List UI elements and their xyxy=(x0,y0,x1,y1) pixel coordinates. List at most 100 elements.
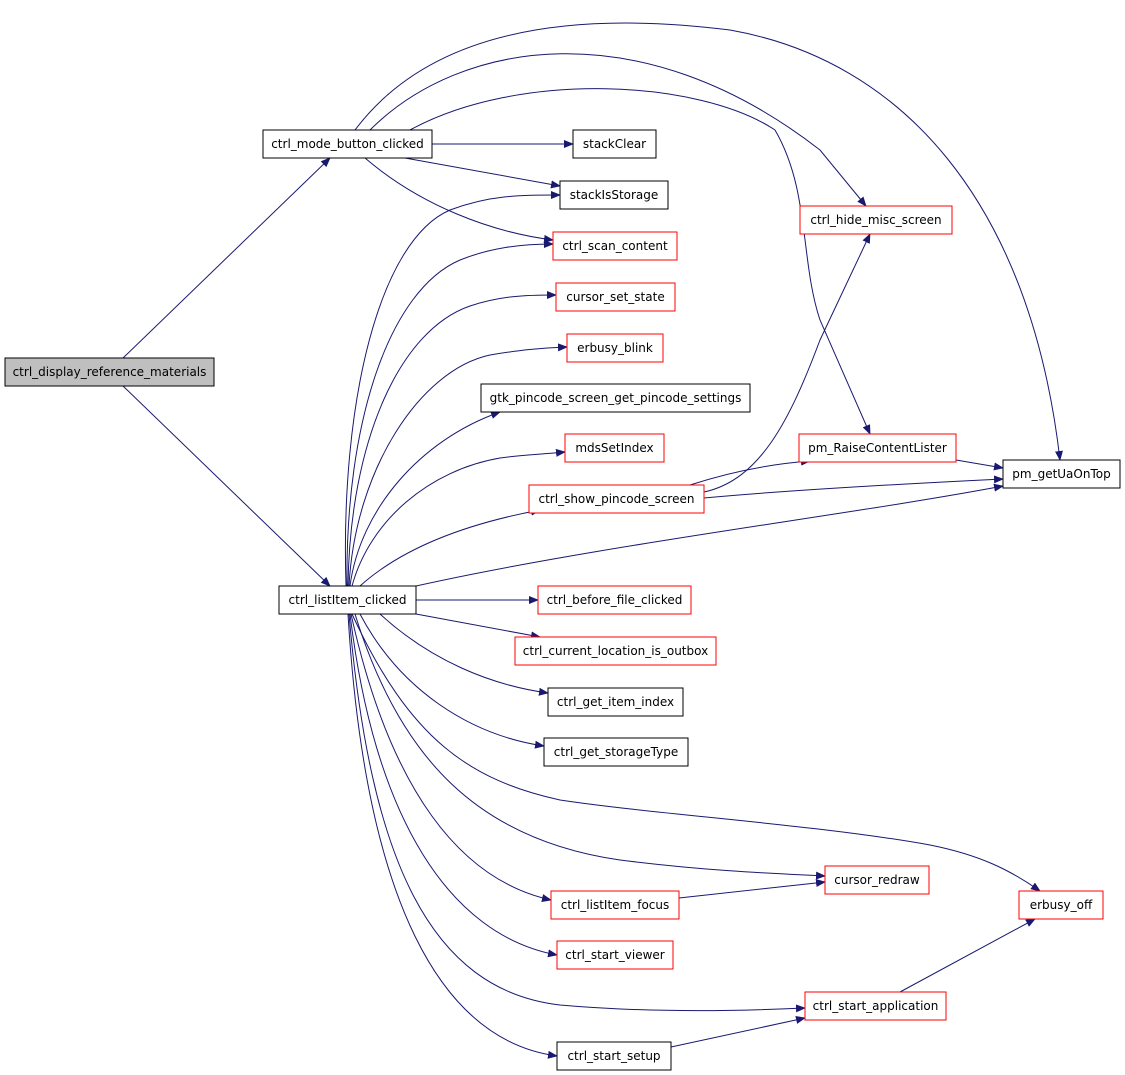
edge-ctrl_listItem_clicked-to-ctrl_get_item_index xyxy=(379,613,549,696)
edge-pm_RaiseContentLister-to-pm_getUaOnTop xyxy=(955,459,1004,471)
node-label: erbusy_off xyxy=(1030,898,1093,912)
node-ctrl_before_file_clicked[interactable]: ctrl_before_file_clicked xyxy=(537,585,692,615)
node-cursor_redraw[interactable]: cursor_redraw xyxy=(824,865,930,895)
edge-ctrl_show_pincode_screen-to-ctrl_hide_misc_screen xyxy=(703,233,871,493)
edge-ctrl_listItem_clicked-to-stackIsStorage xyxy=(344,191,561,587)
node-cursor_set_state[interactable]: cursor_set_state xyxy=(555,282,676,312)
edge-ctrl_listItem_clicked-to-ctrl_start_application xyxy=(348,613,806,1013)
edge-ctrl_mode_button_clicked-to-pm_getUaOnTop xyxy=(354,22,1063,461)
node-label: ctrl_show_pincode_screen xyxy=(539,492,695,506)
edge-ctrl_mode_button_clicked-to-ctrl_scan_content xyxy=(364,157,554,243)
node-box xyxy=(552,231,678,261)
node-ctrl_listItem_clicked[interactable]: ctrl_listItem_clicked xyxy=(278,585,417,615)
node-pm_RaiseContentLister[interactable]: pm_RaiseContentLister xyxy=(798,433,957,463)
edge-ctrl_display_reference_materials-to-ctrl_mode_button_clicked xyxy=(122,157,331,359)
node-box xyxy=(547,687,684,717)
node-box xyxy=(556,1041,672,1071)
edge-ctrl_listItem_clicked-to-ctrl_current_location_is_outbox xyxy=(415,613,541,640)
node-label: ctrl_display_reference_materials xyxy=(13,365,207,379)
node-box xyxy=(824,865,930,895)
edge-ctrl_listItem_focus-to-cursor_redraw xyxy=(678,879,826,899)
edge-ctrl_listItem_clicked-to-ctrl_scan_content xyxy=(346,240,554,587)
edge-ctrl_mode_button_clicked-to-ctrl_hide_misc_screen xyxy=(369,53,867,207)
node-label: ctrl_scan_content xyxy=(562,239,668,253)
node-label: ctrl_get_item_index xyxy=(557,695,674,709)
node-label: pm_getUaOnTop xyxy=(1012,467,1110,481)
node-ctrl_scan_content[interactable]: ctrl_scan_content xyxy=(552,231,678,261)
edge-ctrl_listItem_clicked-to-cursor_set_state xyxy=(347,291,557,587)
edge-ctrl_listItem_clicked-to-pm_getUaOnTop xyxy=(415,483,1004,587)
node-box xyxy=(1002,459,1121,489)
edge-ctrl_show_pincode_screen-to-pm_getUaOnTop xyxy=(703,475,1004,499)
node-ctrl_listItem_focus[interactable]: ctrl_listItem_focus xyxy=(550,890,680,920)
node-stackIsStorage[interactable]: stackIsStorage xyxy=(559,180,669,210)
node-box xyxy=(480,383,751,413)
edge-ctrl_listItem_clicked-to-ctrl_show_pincode_screen xyxy=(359,507,541,587)
edge-ctrl_start_application-to-erbusy_off xyxy=(899,918,1036,993)
node-label: pm_RaiseContentLister xyxy=(808,441,947,455)
node-ctrl_start_viewer[interactable]: ctrl_start_viewer xyxy=(556,940,674,970)
edge-ctrl_listItem_clicked-to-cursor_redraw xyxy=(354,613,826,880)
node-erbusy_off[interactable]: erbusy_off xyxy=(1018,890,1104,920)
edge-ctrl_mode_button_clicked-to-pm_RaiseContentLister xyxy=(409,88,871,435)
node-ctrl_start_application[interactable]: ctrl_start_application xyxy=(804,991,947,1021)
node-box xyxy=(537,585,692,615)
node-label: ctrl_start_application xyxy=(813,999,939,1013)
node-label: ctrl_listItem_clicked xyxy=(289,593,407,607)
node-ctrl_get_storageType[interactable]: ctrl_get_storageType xyxy=(543,737,689,767)
edge-ctrl_show_pincode_screen-to-pm_RaiseContentLister xyxy=(689,457,811,486)
edge-ctrl_listItem_clicked-to-mdsSetIndex xyxy=(351,448,566,587)
node-label: ctrl_hide_misc_screen xyxy=(810,213,941,227)
node-box xyxy=(543,737,689,767)
node-erbusy_blink[interactable]: erbusy_blink xyxy=(566,333,664,363)
node-ctrl_start_setup[interactable]: ctrl_start_setup xyxy=(556,1041,672,1071)
node-box xyxy=(566,333,664,363)
node-ctrl_get_item_index[interactable]: ctrl_get_item_index xyxy=(547,687,684,717)
edges-layer xyxy=(122,22,1063,1059)
node-ctrl_display_reference_materials: ctrl_display_reference_materials xyxy=(4,357,215,387)
node-label: ctrl_get_storageType xyxy=(554,745,678,759)
node-label: ctrl_current_location_is_outbox xyxy=(523,644,708,658)
node-ctrl_hide_misc_screen[interactable]: ctrl_hide_misc_screen xyxy=(799,205,953,235)
edge-ctrl_display_reference_materials-to-ctrl_listItem_clicked xyxy=(122,385,331,587)
node-box xyxy=(278,585,417,615)
node-label: ctrl_start_viewer xyxy=(565,948,665,962)
node-label: ctrl_before_file_clicked xyxy=(547,593,683,607)
node-box xyxy=(1018,890,1104,920)
node-box xyxy=(555,282,676,312)
node-label: cursor_set_state xyxy=(566,290,664,304)
node-ctrl_mode_button_clicked[interactable]: ctrl_mode_button_clicked xyxy=(262,129,433,159)
edge-ctrl_listItem_clicked-to-erbusy_blink xyxy=(348,343,568,587)
node-box xyxy=(798,433,957,463)
node-label: stackClear xyxy=(583,137,646,151)
node-gtk_pincode_screen_get_pincode_settings[interactable]: gtk_pincode_screen_get_pincode_settings xyxy=(480,383,751,413)
node-ctrl_show_pincode_screen[interactable]: ctrl_show_pincode_screen xyxy=(528,484,705,514)
node-box xyxy=(550,890,680,920)
node-box xyxy=(4,357,215,387)
node-label: stackIsStorage xyxy=(570,188,659,202)
edge-ctrl_listItem_clicked-to-ctrl_get_storageType xyxy=(359,613,545,749)
node-pm_getUaOnTop[interactable]: pm_getUaOnTop xyxy=(1002,459,1121,489)
node-box xyxy=(572,129,657,159)
node-box xyxy=(528,484,705,514)
node-box xyxy=(556,940,674,970)
edge-ctrl_listItem_clicked-to-ctrl_start_viewer xyxy=(349,613,558,958)
node-label: cursor_redraw xyxy=(834,873,920,887)
nodes-layer: ctrl_display_reference_materials ctrl_mod… xyxy=(4,129,1121,1071)
node-box xyxy=(804,991,947,1021)
node-box xyxy=(514,636,717,666)
node-stackClear[interactable]: stackClear xyxy=(572,129,657,159)
edge-ctrl_listItem_clicked-to-ctrl_start_setup xyxy=(347,613,558,1059)
node-box xyxy=(559,180,669,210)
node-label: ctrl_start_setup xyxy=(567,1049,660,1063)
edge-ctrl_listItem_clicked-to-ctrl_listItem_focus xyxy=(350,613,552,902)
node-label: ctrl_listItem_focus xyxy=(561,898,670,912)
node-ctrl_current_location_is_outbox[interactable]: ctrl_current_location_is_outbox xyxy=(514,636,717,666)
node-box xyxy=(564,433,665,463)
node-box xyxy=(799,205,953,235)
node-mdsSetIndex[interactable]: mdsSetIndex xyxy=(564,433,665,463)
node-label: gtk_pincode_screen_get_pincode_settings xyxy=(490,391,742,405)
node-box xyxy=(262,129,433,159)
node-label: mdsSetIndex xyxy=(575,441,653,455)
